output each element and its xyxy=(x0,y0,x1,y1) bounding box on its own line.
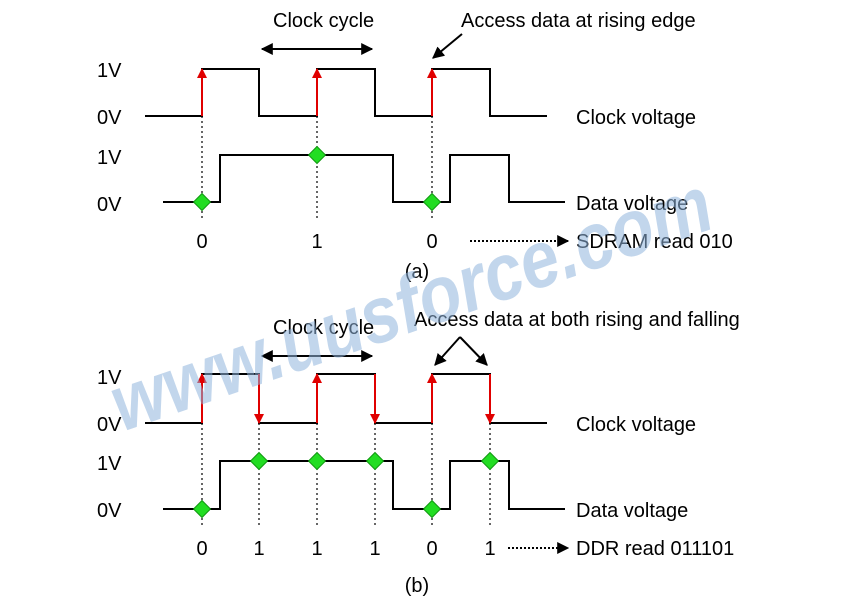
sample-marker xyxy=(307,145,327,165)
clock-voltage-label: Clock voltage xyxy=(576,107,696,129)
data-0v-label: 0V xyxy=(97,194,122,216)
bit-value: 1 xyxy=(484,538,495,560)
sample-marker xyxy=(422,499,442,519)
data-voltage-label: Data voltage xyxy=(576,193,688,215)
access-pointer-arrow-rising xyxy=(434,336,461,366)
sample-marker xyxy=(307,451,327,471)
bit-value: 0 xyxy=(196,538,207,560)
clock-waveform xyxy=(145,373,547,424)
bit-value: 0 xyxy=(196,231,207,253)
access-pointer-arrow-falling xyxy=(459,336,488,366)
panel-ddr: Clock cycle Access data at both rising a… xyxy=(97,309,740,597)
sample-marker xyxy=(480,451,500,471)
clock-1v-label: 1V xyxy=(97,367,122,389)
data-voltage-label: Data voltage xyxy=(576,500,688,522)
clock-0v-label: 0V xyxy=(97,107,122,129)
access-label: Access data at both rising and falling xyxy=(414,309,740,331)
clock-voltage-label: Clock voltage xyxy=(576,414,696,436)
data-waveform xyxy=(163,460,565,510)
panel-sdram: Clock cycle Access data at rising edge 1… xyxy=(97,10,733,283)
bit-value: 1 xyxy=(253,538,264,560)
bit-value: 1 xyxy=(369,538,380,560)
caption-a: (a) xyxy=(405,261,429,283)
caption-b: (b) xyxy=(405,575,429,597)
data-waveform xyxy=(163,154,565,203)
bit-value: 1 xyxy=(311,231,322,253)
sample-marker xyxy=(365,451,385,471)
bit-value: 0 xyxy=(426,231,437,253)
access-pointer-arrow xyxy=(432,33,463,59)
result-label: SDRAM read 010 xyxy=(576,231,733,253)
data-0v-label: 0V xyxy=(97,500,122,522)
sample-marker xyxy=(192,192,212,212)
bit-value: 1 xyxy=(311,538,322,560)
clock-0v-label: 0V xyxy=(97,414,122,436)
clock-cycle-label: Clock cycle xyxy=(273,317,374,339)
data-1v-label: 1V xyxy=(97,453,122,475)
data-1v-label: 1V xyxy=(97,147,122,169)
access-label: Access data at rising edge xyxy=(461,10,696,32)
clock-waveform xyxy=(145,68,547,117)
sample-marker xyxy=(422,192,442,212)
result-label: DDR read 011101 xyxy=(576,538,734,560)
sample-marker xyxy=(192,499,212,519)
clock-1v-label: 1V xyxy=(97,60,122,82)
sample-marker xyxy=(249,451,269,471)
clock-cycle-label: Clock cycle xyxy=(273,10,374,32)
bit-value: 0 xyxy=(426,538,437,560)
